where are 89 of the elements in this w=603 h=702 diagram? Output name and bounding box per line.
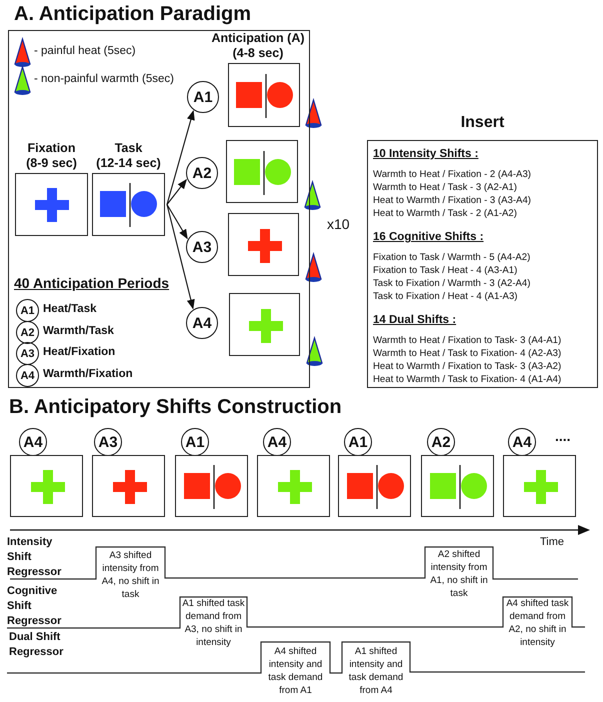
condition-circle bbox=[186, 307, 218, 339]
arrow bbox=[166, 204, 188, 240]
shift-row: Fixation to Task / Warmth - 5 (A4-A2) bbox=[373, 252, 530, 263]
arrow bbox=[166, 178, 187, 205]
shift-row: Warmth to Heat / Fixation to Task- 3 (A4-A1) bbox=[373, 335, 562, 346]
shift-row: Task to Fixation / Heat - 4 (A1-A3) bbox=[373, 291, 518, 302]
stimulus-screen bbox=[226, 140, 298, 203]
stimulus-screen bbox=[92, 141, 165, 236]
regressor-label: Cognitive Shift Regressor bbox=[7, 584, 62, 629]
panel-title: A. Anticipation Paradigm bbox=[14, 3, 252, 26]
condition-circle bbox=[19, 428, 47, 456]
period-label: Warmth/Fixation bbox=[43, 368, 133, 380]
pulse-label: A1 shifted task demand from A3, no shift in intensity bbox=[181, 597, 246, 649]
condition-circle bbox=[181, 428, 209, 456]
condition-circle bbox=[16, 364, 39, 387]
panel-frame bbox=[8, 3, 310, 388]
section-heading: 10 Intensity Shifts : bbox=[373, 148, 478, 160]
condition-circle bbox=[187, 81, 219, 113]
section-heading: 14 Dual Shifts : bbox=[373, 314, 456, 326]
screen-heading: Task (12-14 sec) bbox=[96, 141, 162, 171]
shift-row: Fixation to Task / Heat - 4 (A3-A1) bbox=[373, 265, 518, 276]
circle-label: A4 bbox=[23, 434, 43, 450]
shift-row: Task to Fixation / Warmth - 3 (A2-A4) bbox=[373, 278, 530, 289]
circle-label: A4 bbox=[192, 314, 212, 332]
circle-label: A1 bbox=[193, 88, 213, 106]
shift-row: Heat to Warmth / Task - 2 (A1-A2) bbox=[373, 208, 517, 219]
period-label: Heat/Task bbox=[43, 303, 96, 315]
circle-label: A2 bbox=[192, 164, 212, 182]
pulse-label: A1 shifted intensity and task demand from A4 bbox=[348, 645, 404, 697]
condition-circle bbox=[94, 428, 122, 456]
circle-label: A4 bbox=[267, 434, 287, 450]
shift-row: Heat to Warmth / Fixation to Task- 3 (A3-A2) bbox=[373, 361, 562, 372]
pulse-label: A2 shifted intensity from A1, no shift in task bbox=[429, 548, 489, 600]
pulse-label: A3 shifted intensity from A4, no shift in task bbox=[100, 549, 160, 601]
condition-circle bbox=[263, 428, 291, 456]
pulse-label: A4 shifted intensity and task demand from A1 bbox=[267, 645, 324, 697]
period-label: Warmth/Task bbox=[43, 325, 114, 337]
condition-circle bbox=[344, 428, 372, 456]
regressor-label: Intensity Shift Regressor bbox=[7, 535, 62, 580]
circle-label: A3 bbox=[98, 434, 118, 450]
legend-text: - non-painful warmth (5sec) bbox=[34, 73, 174, 85]
repeat-label: x10 bbox=[327, 216, 350, 232]
insert-title: Insert bbox=[460, 114, 506, 132]
list-heading: 40 Anticipation Periods bbox=[14, 275, 170, 291]
stimulus-screen bbox=[228, 213, 299, 276]
stimulus-screen bbox=[503, 455, 576, 517]
shift-row: Heat to Warmth / Fixation - 3 (A3-A4) bbox=[373, 195, 531, 206]
stimulus-screen bbox=[228, 63, 300, 127]
circle-label: A1 bbox=[20, 304, 35, 316]
stimulus-screen bbox=[175, 455, 248, 517]
shift-row: Warmth to Heat / Task - 3 (A2-A1) bbox=[373, 182, 517, 193]
stimulus-screen bbox=[257, 455, 330, 517]
condition-circle bbox=[427, 428, 455, 456]
legend-text: - painful heat (5sec) bbox=[34, 45, 136, 57]
circle-label: A3 bbox=[192, 238, 212, 256]
shift-row: Warmth to Heat / Fixation - 2 (A4-A3) bbox=[373, 169, 531, 180]
stimulus-screen bbox=[10, 455, 83, 517]
column-heading: Anticipation (A) (4-8 sec) bbox=[210, 31, 306, 61]
stimulus-screen bbox=[92, 455, 165, 517]
shift-row: Heat to Warmth / Task to Fixation- 4 (A1-A4) bbox=[373, 374, 562, 385]
circle-label: A1 bbox=[348, 434, 368, 450]
axis-label: Time bbox=[540, 536, 564, 548]
screen-heading: Fixation (8-9 sec) bbox=[25, 141, 78, 171]
regressor-label: Dual Shift Regressor bbox=[9, 630, 64, 660]
arrow bbox=[166, 110, 195, 205]
stimulus-screen bbox=[15, 141, 88, 236]
condition-circle bbox=[16, 299, 39, 322]
circle-label: A4 bbox=[512, 434, 532, 450]
condition-circle bbox=[16, 321, 39, 344]
shift-row: Warmth to Heat / Task to Fixation- 4 (A2-A3) bbox=[373, 348, 562, 359]
section-heading: 16 Cognitive Shifts : bbox=[373, 231, 484, 243]
stimulus-screen bbox=[229, 293, 300, 356]
circle-label: A2 bbox=[431, 434, 451, 450]
circle-label: A2 bbox=[20, 326, 35, 338]
panel-title: B. Anticipatory Shifts Construction bbox=[9, 396, 342, 419]
pulse-label: A4 shifted task demand from A2, no shift in intensity bbox=[505, 597, 570, 649]
insert-panel bbox=[367, 114, 598, 388]
condition-circle bbox=[186, 157, 218, 189]
ellipsis-label: .... bbox=[555, 428, 571, 444]
stimulus-screen bbox=[421, 455, 494, 517]
circle-label: A4 bbox=[20, 370, 35, 382]
circle-label: A1 bbox=[185, 434, 205, 450]
stimulus-screen bbox=[338, 455, 411, 517]
condition-circle bbox=[16, 342, 39, 365]
condition-circle bbox=[186, 231, 218, 263]
condition-circle bbox=[508, 428, 536, 456]
circle-label: A3 bbox=[20, 348, 35, 360]
arrow bbox=[166, 204, 195, 310]
period-label: Heat/Fixation bbox=[43, 346, 116, 358]
